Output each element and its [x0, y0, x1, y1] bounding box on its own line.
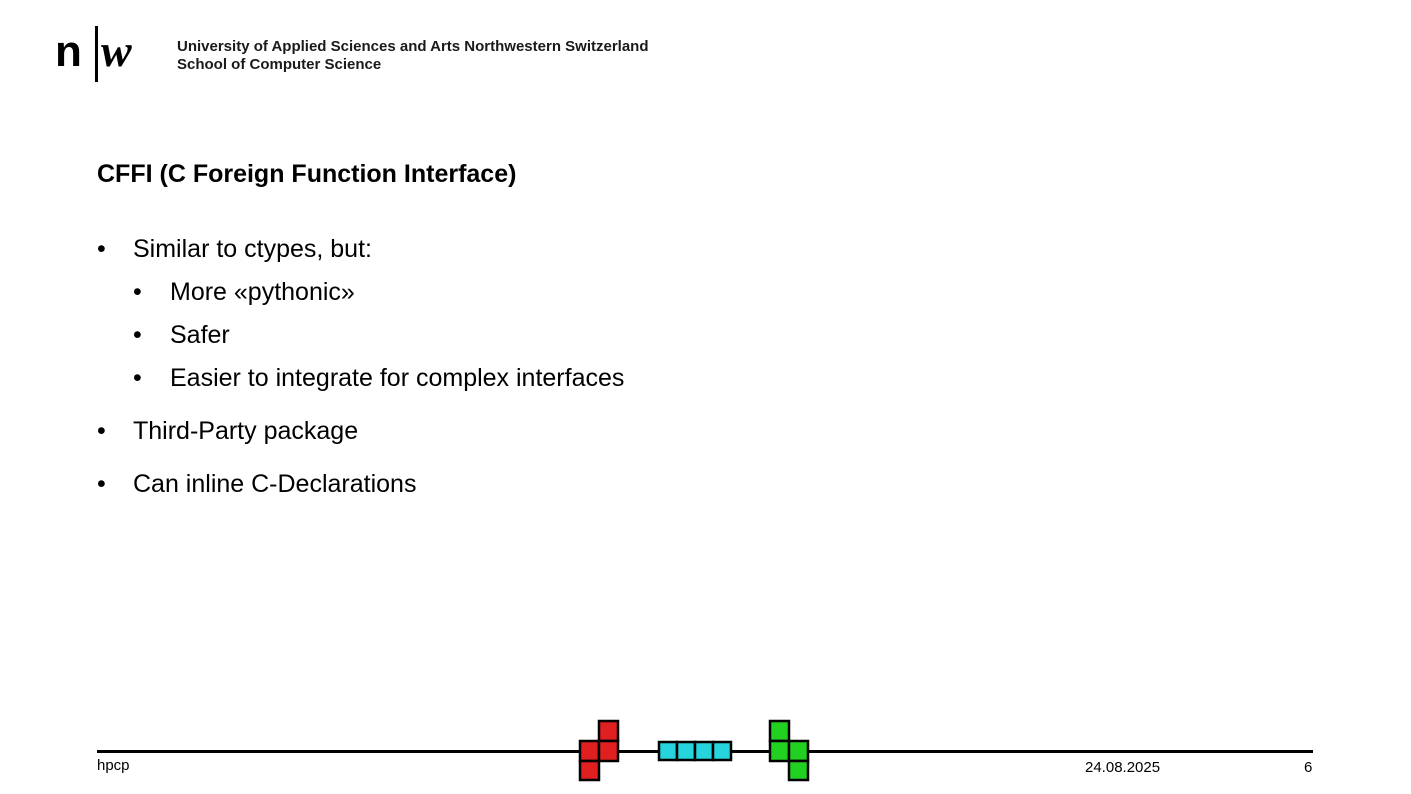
red-block [578, 739, 601, 763]
bullet-text: Easier to integrate for complex interfac… [170, 364, 625, 392]
logo-divider [95, 26, 98, 82]
cyan-block [711, 740, 733, 762]
school-line: School of Computer Science [177, 56, 382, 73]
bullet-dot: • [133, 364, 142, 392]
cyan-block [693, 740, 715, 762]
bullet-text: More «pythonic» [170, 278, 355, 306]
green-block [768, 719, 791, 743]
page-number: 6 [1304, 759, 1313, 776]
cyan-tetromino [657, 740, 733, 762]
logo-n: n [55, 27, 82, 76]
cyan-block [657, 740, 679, 762]
green-block [787, 759, 810, 782]
red-block [597, 739, 620, 763]
tetris-decoration [578, 719, 810, 782]
footer-course: hpcp [97, 757, 130, 774]
green-block [787, 739, 810, 763]
institution-line-1: University of Applied Sciences and Arts … [177, 38, 649, 55]
bullet-dot: • [133, 278, 142, 306]
institution-name: University of Applied Sciences and Arts … [177, 38, 649, 74]
slide-title: CFFI (C Foreign Function Interface) [97, 160, 517, 188]
bullet-text: Safer [170, 321, 230, 349]
footer-date: 24.08.2025 [1085, 759, 1161, 776]
cyan-block [675, 740, 697, 762]
bullet-dot: • [97, 417, 106, 445]
red-tetromino [578, 719, 620, 782]
bullet-text: Third-Party package [133, 417, 359, 445]
red-block [578, 759, 601, 782]
bullet-text: Similar to ctypes, but: [133, 235, 372, 263]
red-block [597, 719, 620, 743]
bullet-text: Can inline C-Declarations [133, 470, 417, 498]
bullet-dot: • [97, 235, 106, 263]
logo-w: w [101, 25, 132, 76]
green-block [768, 739, 791, 763]
logo: n w [55, 24, 155, 84]
bullet-dot: • [97, 470, 106, 498]
green-tetromino [768, 719, 810, 782]
bullet-dot: • [133, 321, 142, 349]
